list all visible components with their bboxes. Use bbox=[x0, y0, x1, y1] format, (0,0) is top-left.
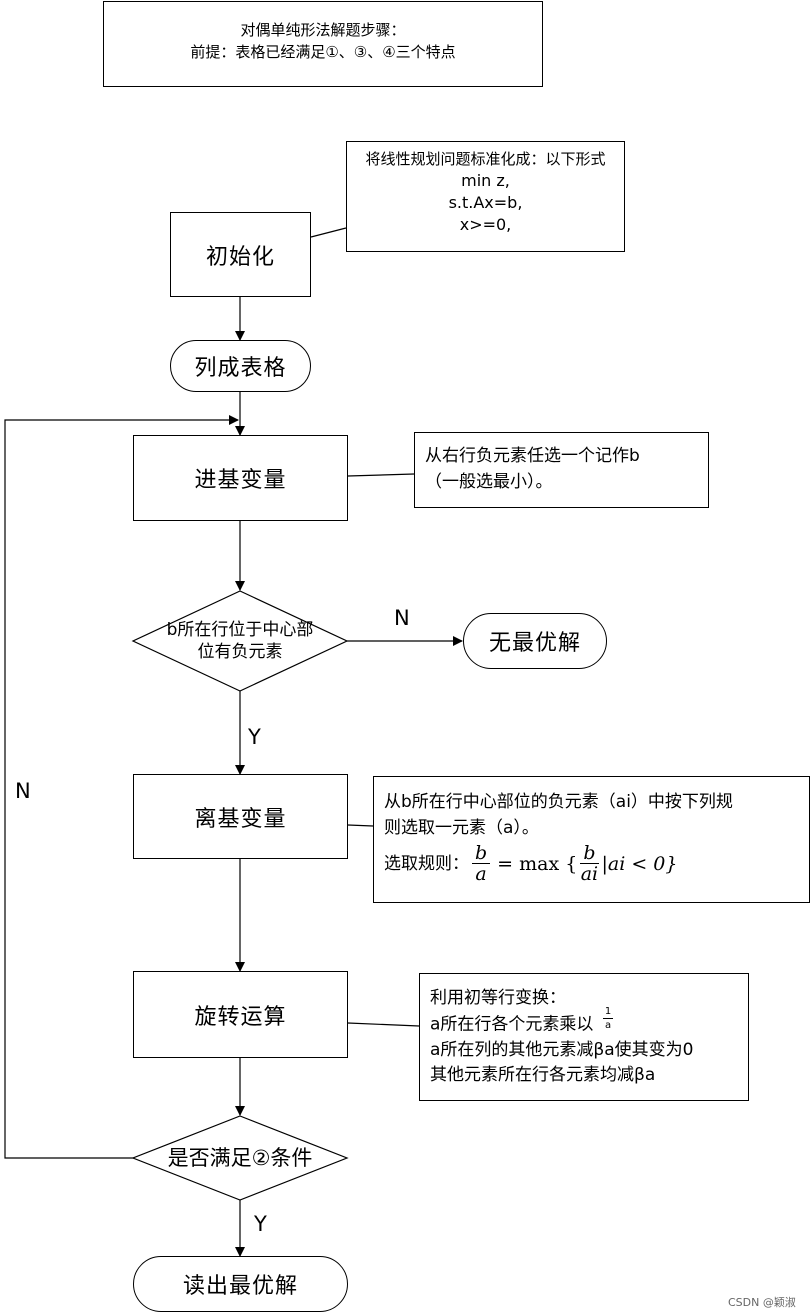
enter-note-line-1: 从右行负元素任选一个记作b bbox=[425, 446, 640, 466]
fraction-b-over-a: b a bbox=[472, 843, 491, 885]
header-box: 对偶单纯形法解题步骤： 前提：表格已经满足①、③、④三个特点 bbox=[103, 1, 543, 87]
rotate-note-line-2-text: a所在行各个元素乘以 bbox=[430, 1014, 594, 1035]
label-y-read: Y bbox=[254, 1212, 267, 1236]
step-rotate-label: 旋转运算 bbox=[194, 1004, 287, 1030]
enter-note-line-2: （一般选最小）。 bbox=[425, 472, 553, 492]
label-y-continue: Y bbox=[248, 725, 261, 749]
init-note: 将线性规划问题标准化成：以下形式 min z, s.t.Ax=b, x>=0, bbox=[346, 141, 625, 252]
init-note-line-2: min z, bbox=[461, 171, 510, 190]
step-enter-label: 进基变量 bbox=[194, 468, 287, 493]
rotate-note-line-4: 其他元素所在行各元素均减βa bbox=[430, 1065, 656, 1085]
decision-diamond-negative bbox=[131, 590, 349, 692]
note-connector-leave bbox=[347, 824, 374, 827]
frac2-numerator: b bbox=[580, 843, 599, 864]
loop-back-line bbox=[4, 415, 239, 1159]
rotate-note: 利用初等行变换： a所在行各个元素乘以 1 a a所在列的其他元素减βa使其变为… bbox=[419, 973, 749, 1101]
rotate-frac-denominator: a bbox=[604, 1020, 612, 1031]
step-init-label: 初始化 bbox=[205, 244, 275, 270]
rotate-note-line-1: 利用初等行变换： bbox=[430, 988, 566, 1008]
decision1-text: b所在行位于中心部 位有负元素 bbox=[145, 619, 335, 663]
init-note-line-3: s.t.Ax=b, bbox=[448, 193, 523, 212]
rotate-frac-numerator: 1 bbox=[602, 1006, 614, 1019]
frac1-numerator: b bbox=[472, 843, 491, 864]
note-connector-enter bbox=[347, 473, 415, 477]
label-n-loop: N bbox=[15, 779, 31, 803]
header-line-1: 对偶单纯形法解题步骤： bbox=[240, 21, 406, 39]
leave-note: 从b所在行中心部位的负元素（ai）中按下列规 则选取一元素（a）。 选取规则： … bbox=[373, 776, 810, 903]
init-note-line-4: x>=0, bbox=[459, 215, 512, 234]
step-read-solution: 读出最优解 bbox=[133, 1256, 348, 1312]
fraction-1-over-a: 1 a bbox=[602, 1005, 614, 1032]
enter-note: 从右行负元素任选一个记作b （一般选最小）。 bbox=[414, 432, 709, 508]
frac2-denominator: ai bbox=[580, 863, 599, 885]
step-read-label: 读出最优解 bbox=[182, 1274, 298, 1299]
header-line-2: 前提：表格已经满足①、③、④三个特点 bbox=[190, 43, 456, 61]
label-n-no-solution: N bbox=[394, 606, 410, 630]
rule-condition: |ai < 0} bbox=[601, 852, 678, 875]
selection-rule: 选取规则： b a = max { b ai |ai < 0} bbox=[384, 843, 799, 884]
leave-note-line-2: 则选取一元素（a）。 bbox=[384, 818, 539, 838]
step-table: 列成表格 bbox=[170, 340, 311, 392]
step-leaving-variable: 离基变量 bbox=[133, 774, 348, 859]
decision1-line-2: 位有负元素 bbox=[197, 642, 283, 662]
step-leave-label: 离基变量 bbox=[194, 806, 287, 832]
frac1-denominator: a bbox=[475, 863, 487, 885]
rotate-note-line-3: a所在列的其他元素减βa使其变为0 bbox=[430, 1040, 694, 1060]
decision2-text: 是否满足②条件 bbox=[167, 1146, 313, 1170]
step-no-solution: 无最优解 bbox=[463, 613, 607, 669]
step-entering-variable: 进基变量 bbox=[133, 435, 348, 521]
init-note-line-1: 将线性规划问题标准化成：以下形式 bbox=[365, 150, 606, 168]
credit-watermark: CSDN @颖淑 bbox=[728, 1296, 796, 1309]
rule-equals-max: = max { bbox=[497, 852, 578, 875]
step-rotate: 旋转运算 bbox=[133, 971, 348, 1058]
leave-note-line-1: 从b所在行中心部位的负元素（ai）中按下列规 bbox=[384, 792, 733, 812]
decision-diamond-condition2 bbox=[131, 1115, 349, 1201]
step-table-label: 列成表格 bbox=[194, 356, 287, 381]
decision1-line-1: b所在行位于中心部 bbox=[166, 620, 314, 640]
note-connector-init bbox=[310, 227, 347, 238]
fraction-b-over-ai: b ai bbox=[580, 843, 599, 885]
rotate-note-line-2: a所在行各个元素乘以 1 a bbox=[430, 1006, 738, 1038]
note-connector-rotate bbox=[347, 1022, 420, 1027]
step-init: 初始化 bbox=[170, 212, 311, 297]
step-no-solution-label: 无最优解 bbox=[488, 631, 581, 656]
rule-prefix: 选取规则： bbox=[384, 853, 469, 874]
